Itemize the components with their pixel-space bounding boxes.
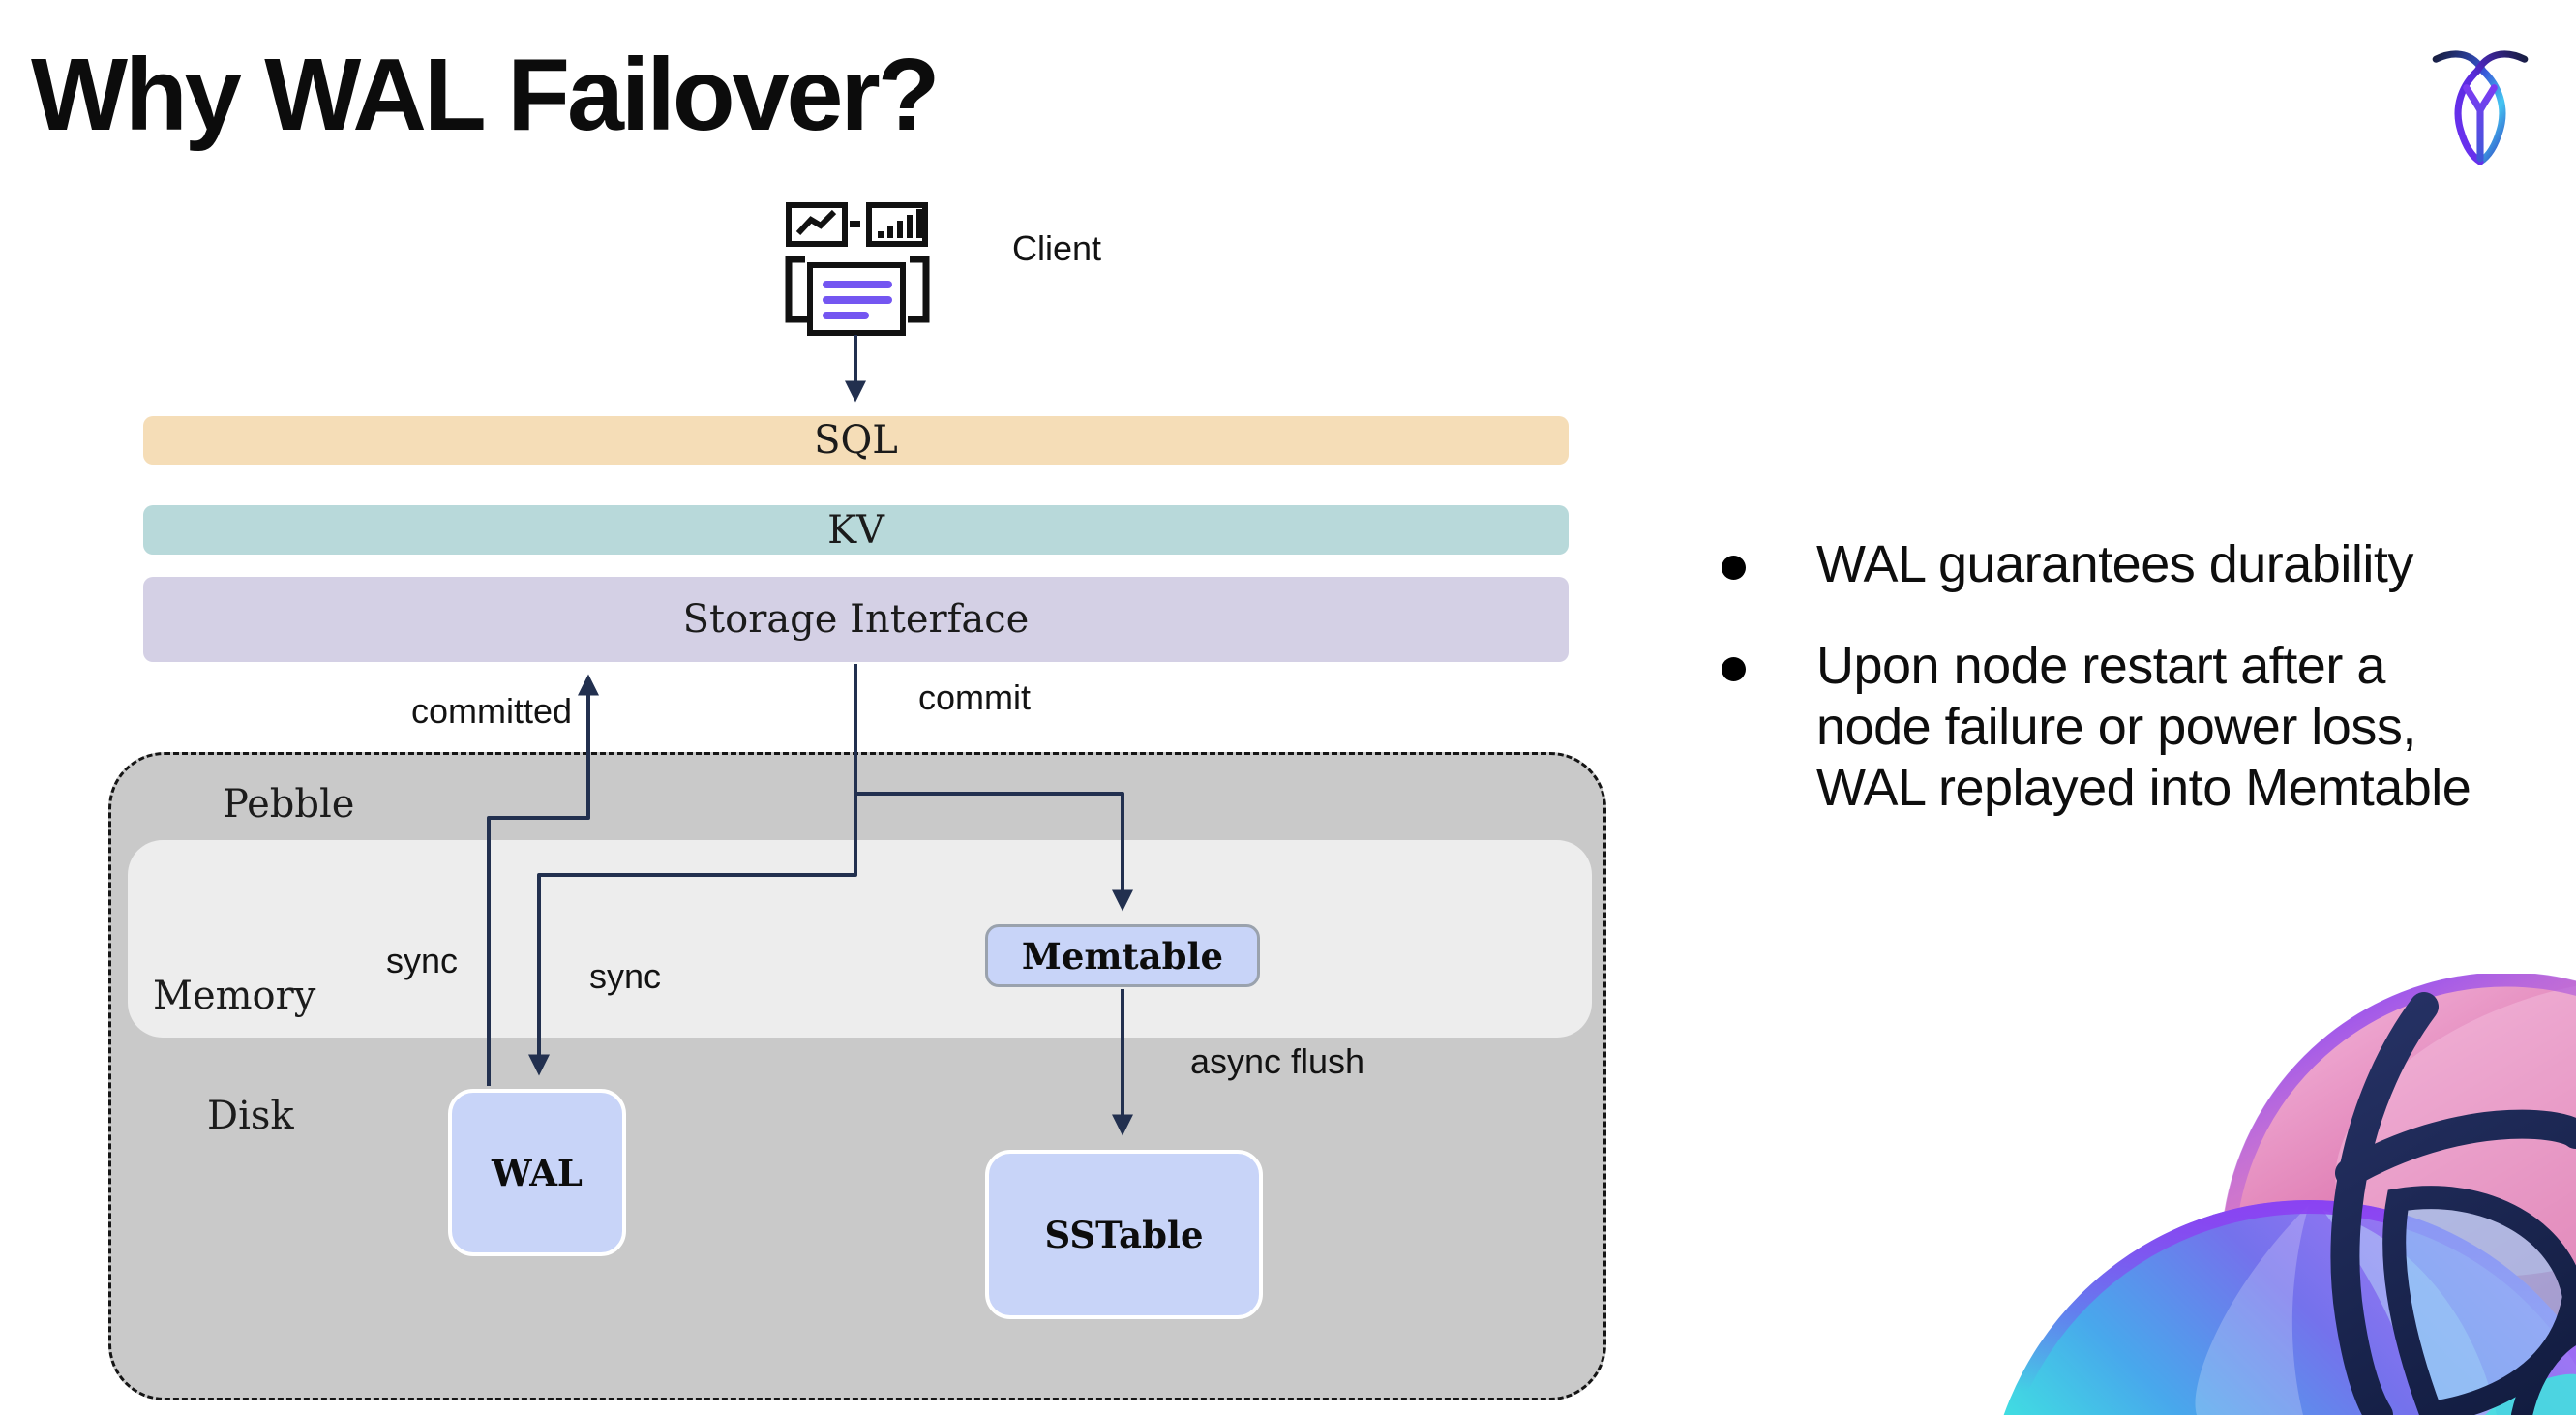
memtable-node: Memtable bbox=[985, 924, 1260, 987]
sstable-node-label: SSTable bbox=[1044, 1213, 1204, 1256]
bullet-dot-icon bbox=[1722, 556, 1746, 580]
list-item: WAL guarantees durability bbox=[1689, 534, 2576, 595]
sync-right-label: sync bbox=[588, 956, 662, 996]
bullet-text: Upon node restart after a node failure o… bbox=[1816, 637, 2471, 817]
bullet-list: WAL guarantees durability Upon node rest… bbox=[1689, 534, 2576, 859]
layer-kv: KV bbox=[143, 505, 1569, 555]
bullet-text: WAL guarantees durability bbox=[1816, 535, 2413, 593]
layer-storage-interface: Storage Interface bbox=[143, 577, 1569, 662]
dash-icon bbox=[850, 221, 860, 227]
bullet-dot-icon bbox=[1722, 657, 1746, 681]
disk-label: Disk bbox=[207, 1094, 294, 1138]
screen-brackets-icon bbox=[785, 256, 930, 323]
sync-left-label: sync bbox=[385, 941, 459, 980]
client-terminal-icon bbox=[785, 202, 930, 336]
memory-band bbox=[128, 840, 1592, 1038]
cockroachdb-brand-art bbox=[2003, 974, 2576, 1415]
memory-label: Memory bbox=[153, 974, 316, 1018]
line-chart-monitor-icon bbox=[786, 202, 848, 247]
layer-kv-label: KV bbox=[827, 507, 884, 553]
client-label: Client bbox=[1012, 228, 1102, 268]
wal-node-label: WAL bbox=[492, 1151, 583, 1194]
wal-node: WAL bbox=[448, 1089, 626, 1256]
list-item: Upon node restart after a node failure o… bbox=[1689, 636, 2576, 819]
pebble-label: Pebble bbox=[223, 782, 355, 827]
document-icon bbox=[807, 262, 906, 336]
cockroachdb-logo-icon bbox=[2432, 50, 2529, 165]
layer-storage-interface-label: Storage Interface bbox=[682, 597, 1030, 642]
memtable-node-label: Memtable bbox=[1021, 934, 1224, 978]
committed-label: committed bbox=[410, 691, 573, 731]
async-flush-label: async flush bbox=[1189, 1041, 1365, 1081]
bar-chart-monitor-icon bbox=[866, 202, 928, 247]
page-title: Why WAL Failover? bbox=[31, 38, 940, 152]
layer-sql-label: SQL bbox=[814, 418, 898, 463]
layer-sql: SQL bbox=[143, 416, 1569, 465]
commit-label: commit bbox=[918, 677, 1031, 717]
sstable-node: SSTable bbox=[985, 1150, 1263, 1319]
